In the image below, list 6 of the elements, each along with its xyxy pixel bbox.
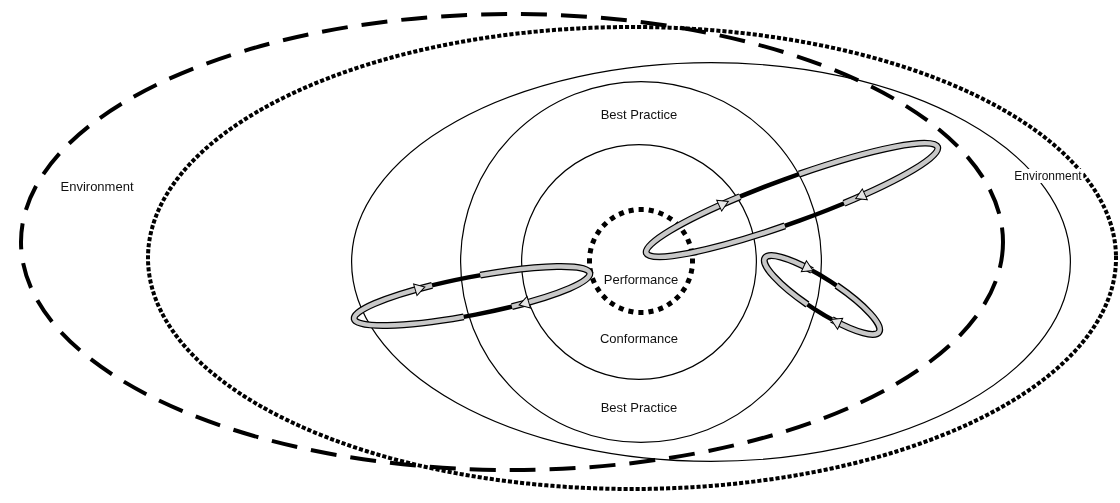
circle-region xyxy=(460,81,822,443)
dotted-ellipse xyxy=(146,25,1118,491)
dashed-ellipse xyxy=(19,12,1005,472)
region-label: Environment xyxy=(1012,169,1084,183)
dotted-circle xyxy=(587,207,695,315)
circle-region xyxy=(521,144,757,380)
